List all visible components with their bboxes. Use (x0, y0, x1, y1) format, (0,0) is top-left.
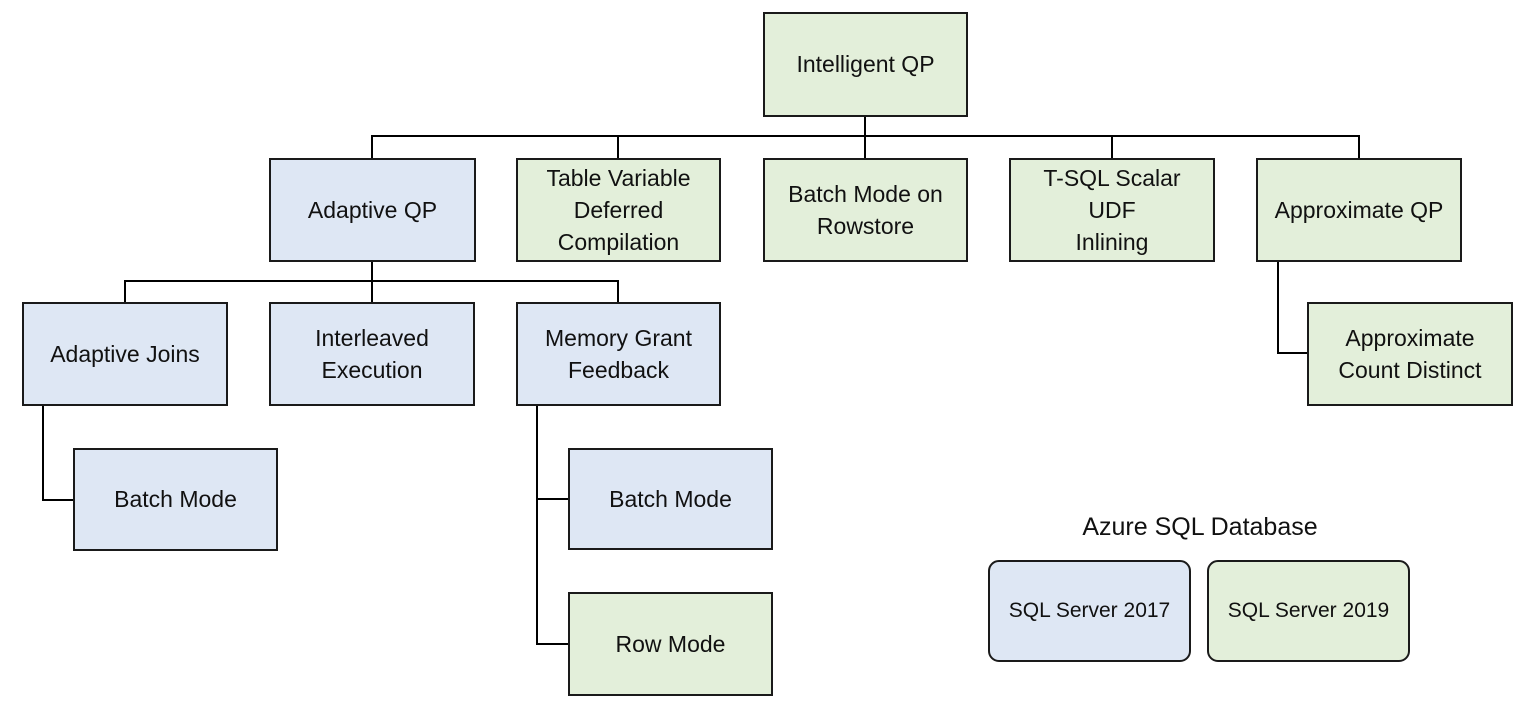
node-tsql-scalar-udf-inlining: T-SQL Scalar UDF Inlining (1009, 158, 1215, 262)
legend-title: Azure SQL Database (1082, 513, 1318, 541)
node-intelligent-qp: Intelligent QP (763, 12, 968, 117)
node-adaptive-qp: Adaptive QP (269, 158, 476, 262)
legend-sql-server-2017: SQL Server 2017 (988, 560, 1191, 662)
node-batch-mode-on-rowstore: Batch Mode on Rowstore (763, 158, 968, 262)
node-adaptive-joins-batch-mode: Batch Mode (73, 448, 278, 551)
node-interleaved-execution: Interleaved Execution (269, 302, 475, 406)
node-adaptive-joins: Adaptive Joins (22, 302, 228, 406)
node-memory-grant-row-mode: Row Mode (568, 592, 773, 696)
node-memory-grant-feedback: Memory Grant Feedback (516, 302, 721, 406)
node-approximate-qp: Approximate QP (1256, 158, 1462, 262)
node-approximate-count-distinct: Approximate Count Distinct (1307, 302, 1513, 406)
legend-sql-server-2019: SQL Server 2019 (1207, 560, 1410, 662)
node-table-variable-deferred-compilation: Table Variable Deferred Compilation (516, 158, 721, 262)
node-memory-grant-batch-mode: Batch Mode (568, 448, 773, 550)
